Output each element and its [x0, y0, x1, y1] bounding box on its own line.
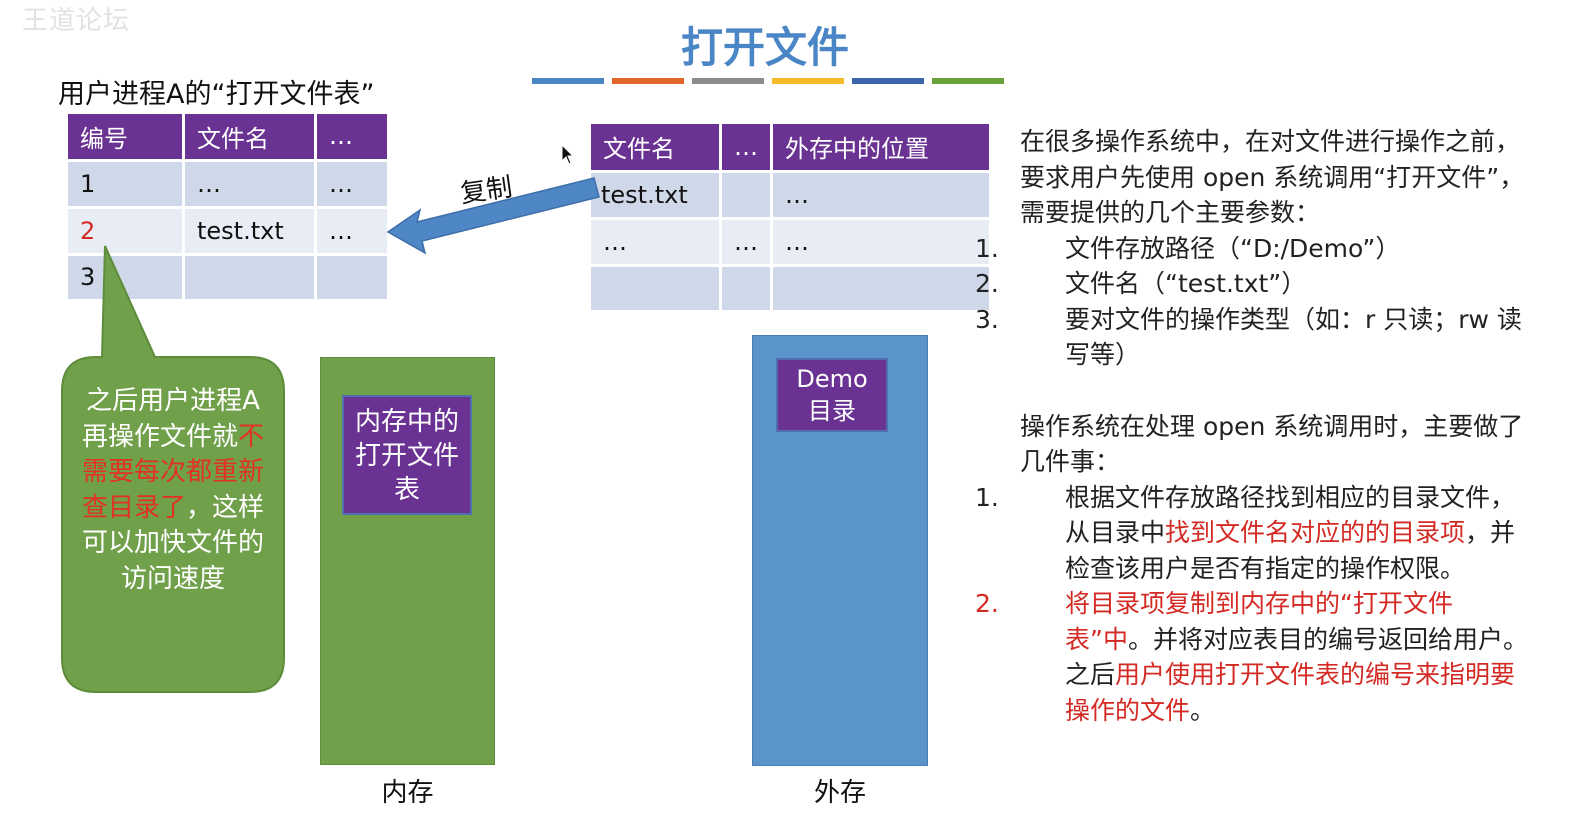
table-header: … [720, 124, 773, 173]
demo-directory-subtitle: 目录 [808, 397, 856, 425]
callout-bubble [61, 245, 285, 693]
title-color-bar [932, 78, 1004, 84]
callout-text: 之后用户进程A再操作文件就不需要每次都重新查目录了，这样可以加快文件的访问速度 [78, 384, 268, 597]
watermark: 王道论坛 [22, 6, 131, 36]
explanation-intro: 在很多操作系统中，在对文件进行操作之前，要求用户先使用 open 系统调用“打开… [1020, 127, 1525, 227]
table-row: 2 test.txt … [68, 207, 390, 256]
steps-intro: 操作系统在处理 open 系统调用时，主要做了几件事： [1020, 411, 1524, 477]
table-header: 外存中的位置 [771, 124, 992, 173]
table-row: … … … [591, 218, 992, 267]
table-cell: … [771, 218, 992, 267]
table-cell: 1 [68, 160, 185, 209]
title-color-bar [852, 78, 924, 84]
table-cell [591, 265, 722, 313]
copy-arrow [386, 177, 600, 255]
demo-directory-box: Demo 目录 [776, 358, 888, 432]
table-cell: test.txt [591, 171, 722, 220]
title-color-bar [532, 78, 604, 84]
callout-highlight: 不需要每次都重新查目录了 [81, 421, 265, 523]
slide-title: 打开文件 [680, 23, 849, 72]
table-cell [183, 254, 317, 302]
table-cell: … [315, 160, 390, 209]
title-color-bar [612, 78, 684, 84]
table-cell: … [183, 160, 317, 209]
param-item: 3.要对文件的操作类型（如：r 只读；rw 读写等） [975, 304, 1522, 370]
memory-open-file-table-box: 内存中的打开文件表 [342, 395, 472, 515]
callout-text-part2: ，这样可以加快文件的访问速度 [81, 492, 265, 594]
table-cell: … [591, 218, 722, 267]
table-header: … [315, 114, 390, 162]
process-table-caption: 用户进程A的“打开文件表” [58, 79, 375, 110]
table-cell [315, 254, 390, 302]
mouse-cursor-icon [561, 144, 575, 165]
table-row: 3 [68, 254, 390, 302]
table-cell [771, 265, 992, 313]
table-cell: … [315, 207, 390, 256]
callout-text-part1: 之后用户进程A再操作文件就 [81, 386, 260, 452]
table-cell: test.txt [183, 207, 317, 256]
explanation-text: 在很多操作系统中，在对文件进行操作之前，要求用户先使用 open 系统调用“打开… [975, 124, 1530, 728]
demo-directory-name: Demo [796, 365, 868, 393]
title-color-bar [772, 78, 844, 84]
step-item: 1.根据文件存放路径找到相应的目录文件，从目录中找到文件名对应的的目录项，并检查… [975, 482, 1516, 583]
step-item: 2.将目录项复制到内存中的“打开文件表”中。并将对应表目的编号返回给用户。之后用… [975, 589, 1528, 725]
table-row: 1 … … [68, 160, 390, 209]
title-underline [532, 78, 1004, 84]
copy-label: 复制 [458, 172, 515, 210]
table-cell: 2 [68, 207, 185, 256]
table-row [591, 265, 992, 313]
table-header: 文件名 [183, 114, 317, 162]
table-cell [720, 265, 773, 313]
param-item: 2.文件名（“test.txt”） [975, 269, 1307, 298]
table-row: test.txt … [591, 171, 992, 220]
table-header: 编号 [68, 114, 185, 162]
process-open-file-table: 编号 文件名 … 1 … … 2 test.txt … 3 [68, 114, 390, 302]
title-color-bar [692, 78, 764, 84]
directory-table: 文件名 … 外存中的位置 test.txt … … … … [591, 124, 992, 313]
table-cell [720, 171, 773, 220]
table-header: 文件名 [591, 124, 722, 173]
param-item: 1.文件存放路径（“D:/Demo”） [975, 233, 1401, 263]
table-cell: … [720, 218, 773, 267]
external-storage-label: 外存 [813, 778, 866, 808]
table-cell: … [771, 171, 992, 220]
memory-label: 内存 [381, 778, 434, 808]
